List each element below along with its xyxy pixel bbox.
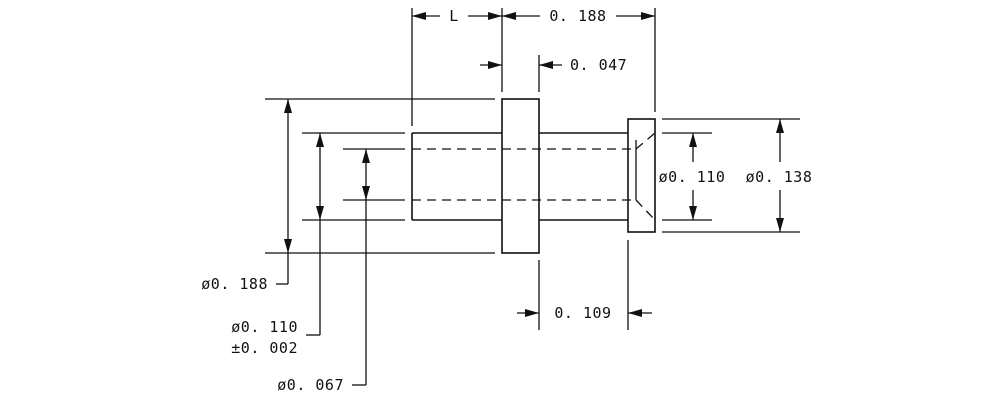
dim-body-dia: ø0. 110 ±0. 002 [231,133,324,357]
dim-length-l: L [412,7,502,25]
dim-label-l: L [449,7,459,25]
dim-inner-dia: ø0. 110 [659,133,726,220]
dim-label-bore-dia: ø0. 067 [277,376,344,394]
dim-label-flange-width: 0. 047 [570,56,627,74]
dim-label-flange-dia: ø0. 188 [201,275,268,293]
dim-label-body-tol: ±0. 002 [231,339,298,357]
part-outline [411,98,656,254]
dim-shank-length: 0. 109 [517,304,652,322]
dim-flange-width: 0. 047 [480,56,627,74]
extension-lines [265,8,800,330]
dim-overall-top: 0. 188 [502,7,655,25]
dim-flange-dia: ø0. 188 [201,99,292,293]
dim-label-head-dia: ø0. 138 [746,168,813,186]
dim-label-body-dia: ø0. 110 [231,318,298,336]
dim-head-dia: ø0. 138 [746,119,813,232]
hidden-bore [412,132,656,221]
dim-bore-dia: ø0. 067 [277,149,370,394]
dim-label-shank-length: 0. 109 [554,304,611,322]
dim-label-inner-dia: ø0. 110 [659,168,726,186]
dim-label-overall-top: 0. 188 [549,7,606,25]
